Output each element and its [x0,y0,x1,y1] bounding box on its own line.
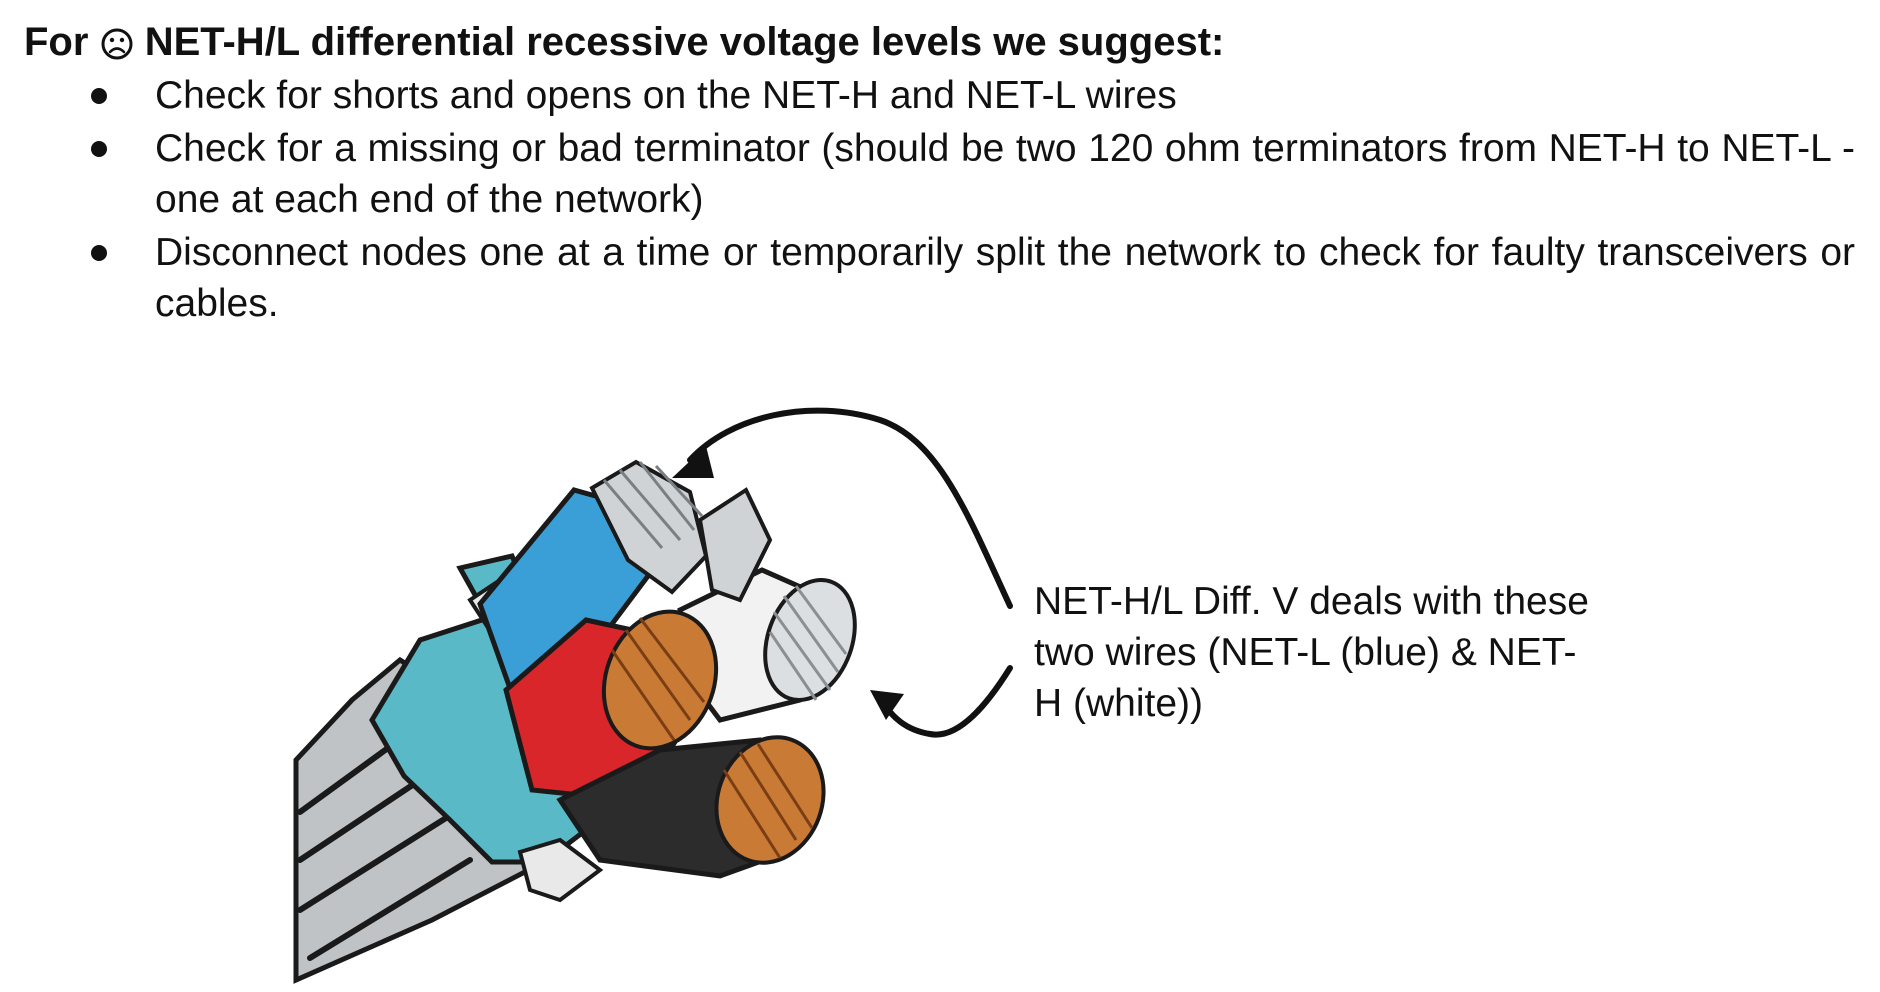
bullet-icon [91,141,107,157]
arrowhead-left-icon [870,690,904,720]
page-heading: For NET-H/L differential recessive volta… [24,14,1224,70]
suggestion-item: Disconnect nodes one at a time or tempor… [0,227,1855,329]
heading-text: NET-H/L differential recessive voltage l… [144,20,1225,64]
arrowhead-up-icon [672,446,714,478]
frown-face-icon [100,20,134,76]
suggestion-item: Check for shorts and opens on the NET-H … [0,70,1855,121]
suggestion-text: Disconnect nodes one at a time or tempor… [155,231,1855,325]
suggestion-text: Check for a missing or bad terminator (s… [155,127,1855,221]
suggestion-list: Check for shorts and opens on the NET-H … [0,70,1880,329]
suggestion-item: Check for a missing or bad terminator (s… [0,123,1855,225]
bullet-icon [91,88,107,104]
net-l-blue-wire [477,459,709,716]
heading-prefix: For [24,20,89,64]
black-wire [556,735,826,879]
bullet-icon [91,245,107,261]
figure-callout: NET-H/L Diff. V deals with these two wir… [1034,580,1589,725]
callout-arrows [672,407,1013,738]
suggestion-text: Check for shorts and opens on the NET-H … [155,74,1177,117]
